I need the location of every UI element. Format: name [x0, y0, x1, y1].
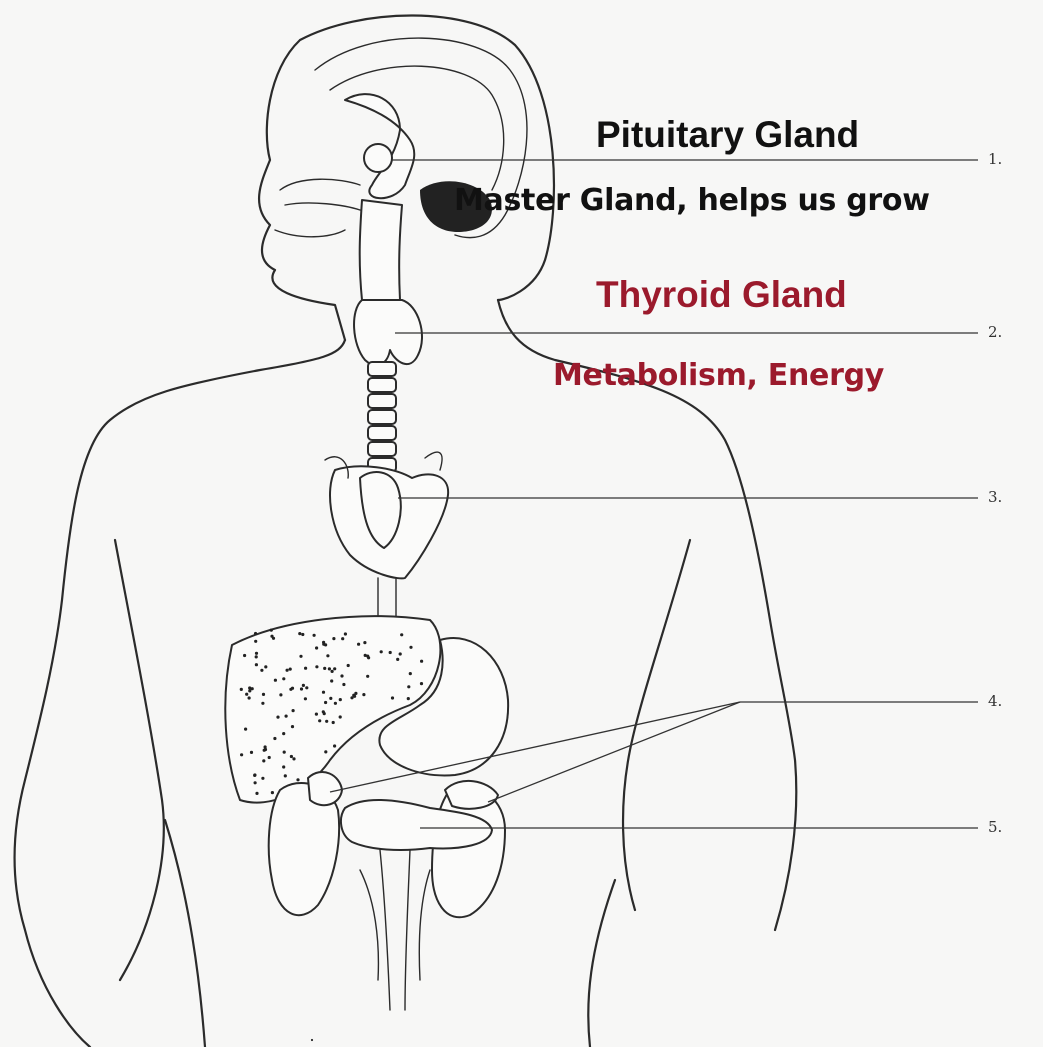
esophagus — [378, 578, 396, 620]
pituitary-gland-description: Master Gland, helps us grow — [454, 186, 930, 216]
trachea-rings — [368, 362, 396, 472]
item-number-4: 4. — [988, 692, 1002, 710]
pituitary-gland — [364, 144, 392, 172]
thyroid-gland-label: Thyroid Gland — [596, 276, 847, 313]
left-adrenal — [308, 772, 342, 805]
item-number-1: 1. — [988, 150, 1002, 168]
pituitary-gland-label: Pituitary Gland — [596, 116, 859, 153]
leader-line-4b — [488, 702, 740, 802]
item-number-2: 2. — [988, 323, 1002, 341]
item-number-5: 5. — [988, 818, 1002, 836]
right-adrenal — [445, 781, 498, 809]
legs-outline — [165, 820, 615, 1047]
item-number-3: 3. — [988, 488, 1002, 506]
mouth-cavity — [275, 179, 360, 237]
trachea — [360, 200, 402, 300]
ureters — [360, 850, 430, 1010]
thyroid-gland-description: Metabolism, Energy — [553, 361, 884, 391]
